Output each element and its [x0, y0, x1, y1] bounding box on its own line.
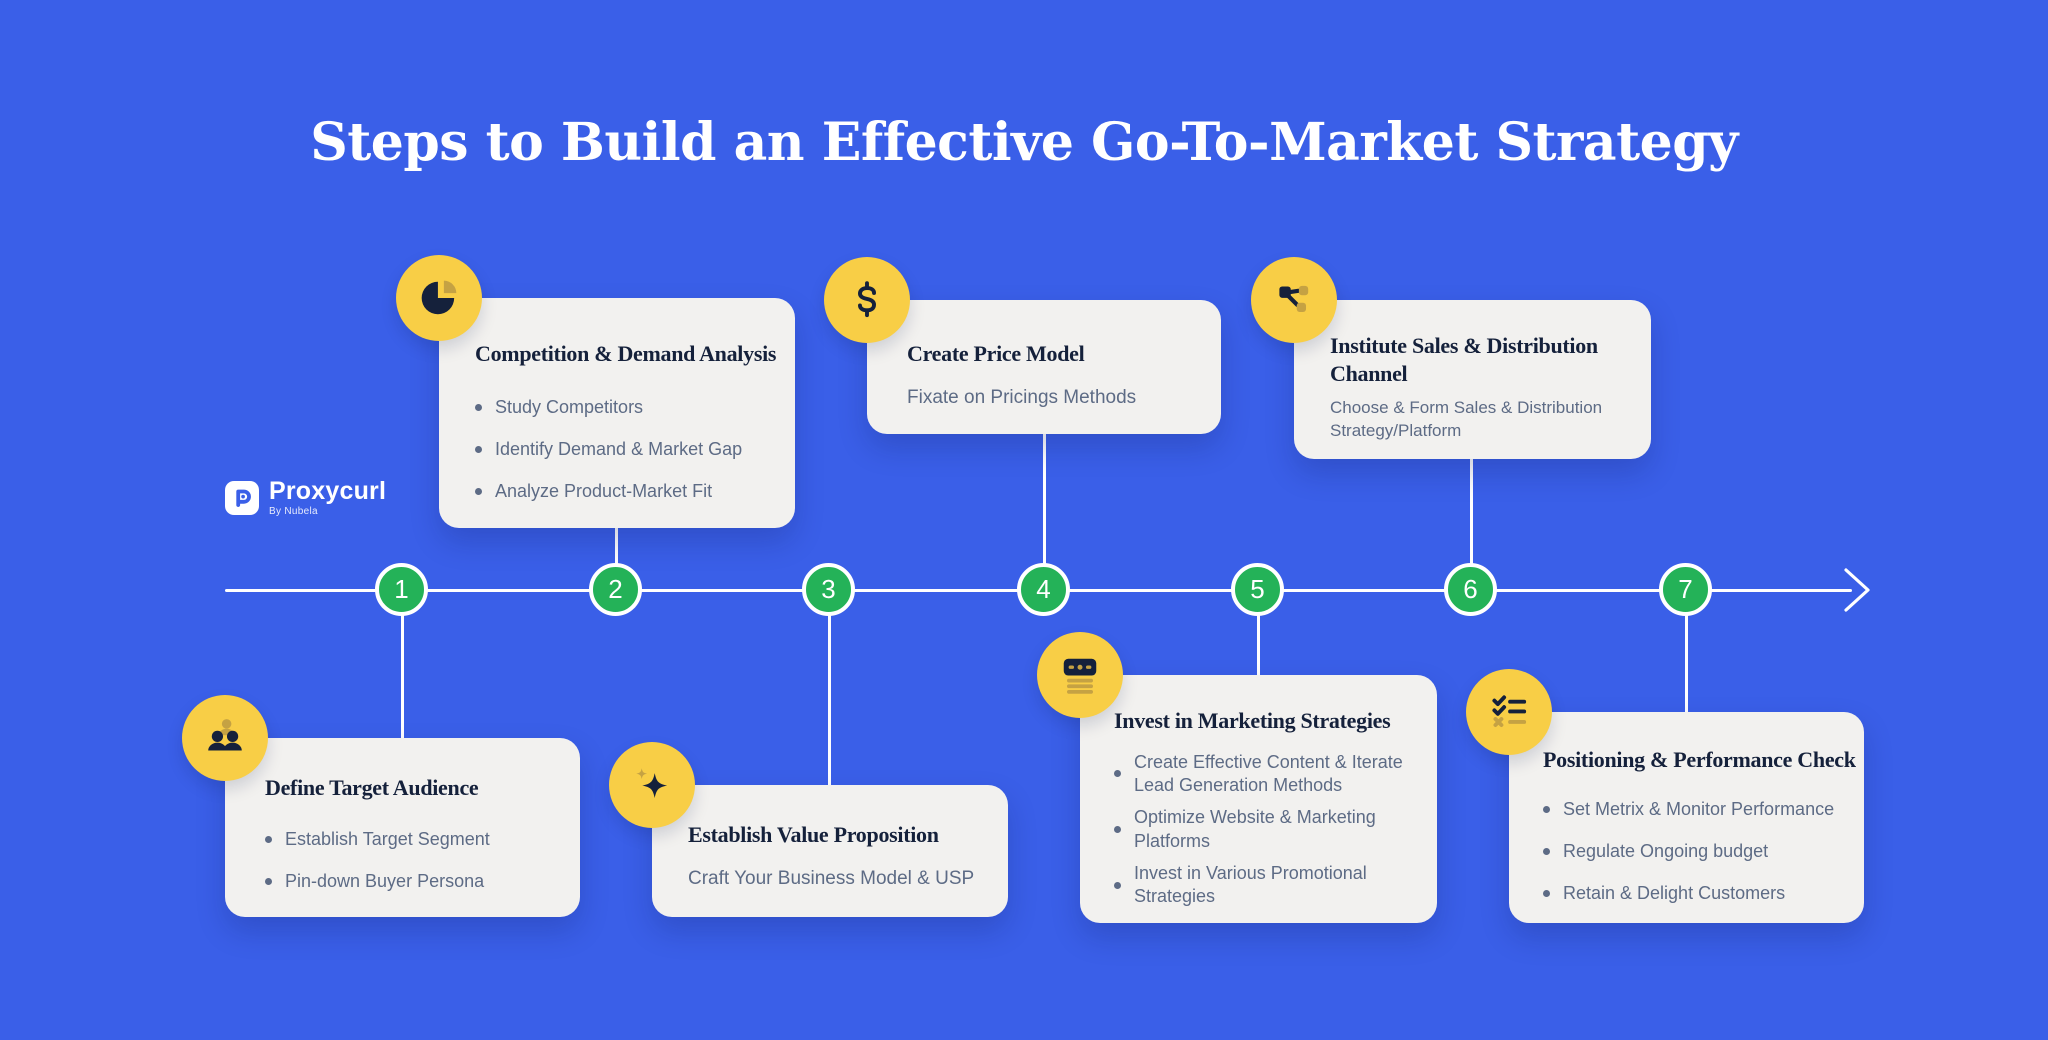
bullet-item: Regulate Ongoing budget: [1543, 840, 1846, 863]
page-title: Steps to Build an Effective Go-To-Market…: [310, 112, 1738, 173]
step-marker-5: 5: [1231, 563, 1284, 616]
pie-chart-icon: [396, 255, 482, 341]
connector-step-1: [400, 610, 404, 738]
card-title: Create Price Model: [907, 341, 1085, 366]
card-competition-demand-analysis: Competition & Demand Analysis Study Comp…: [439, 298, 795, 528]
card-subtitle: Fixate on Pricings Methods: [907, 386, 1137, 408]
connector-step-3: [827, 610, 831, 785]
step-marker-2: 2: [589, 563, 642, 616]
bullet-dot-icon: [1543, 847, 1550, 855]
card-title: Institute Sales & Distribution Channel: [1330, 333, 1598, 386]
proxycurl-logo-icon: [225, 481, 259, 515]
connector-step-6: [1469, 459, 1473, 570]
card-title: Invest in Marketing Strategies: [1114, 708, 1391, 733]
bullet-text: Set Metrix & Monitor Performance: [1563, 798, 1835, 819]
bullet-item: Set Metrix & Monitor Performance: [1543, 798, 1846, 821]
step-number: 2: [608, 574, 623, 604]
bullet-dot-icon: [1114, 826, 1121, 834]
bullet-text: Identify Demand & Market Gap: [495, 438, 743, 459]
bullet-dot-icon: [265, 835, 272, 843]
connector-step-2: [614, 528, 618, 570]
card-positioning-performance-check: Positioning & Performance Check Set Metr…: [1509, 712, 1864, 923]
bullet-item: Optimize Website & Marketing Platforms: [1114, 806, 1417, 853]
card-subtitle: Choose & Form Sales & Distribution Strat…: [1330, 398, 1603, 440]
bullet-dot-icon: [1114, 881, 1121, 889]
card-define-target-audience: Define Target Audience Establish Target …: [225, 738, 580, 917]
card-invest-marketing-strategies: Invest in Marketing Strategies Create Ef…: [1080, 675, 1437, 923]
sparkle-icon: [609, 742, 695, 828]
logo-name: Proxycurl: [269, 477, 387, 505]
dollar-icon: [824, 257, 910, 343]
step-number: 3: [821, 574, 836, 604]
bullet-text: Regulate Ongoing budget: [1563, 840, 1769, 861]
card-title: Competition & Demand Analysis: [475, 341, 777, 366]
card-title: Positioning & Performance Check: [1543, 747, 1856, 772]
step-marker-4: 4: [1017, 563, 1070, 616]
card-create-price-model: Create Price Model Fixate on Pricings Me…: [867, 300, 1221, 434]
cash-stack-icon: [1037, 632, 1123, 718]
bullet-text: Invest in Various Promotional Strategies: [1134, 863, 1367, 907]
logo-tagline: By Nubela: [269, 506, 318, 517]
checklist-icon: [1466, 669, 1552, 755]
card-title: Establish Value Proposition: [688, 822, 939, 847]
people-icon: [182, 695, 268, 781]
connector-step-7: [1684, 610, 1688, 712]
bullet-dot-icon: [1543, 890, 1550, 898]
step-marker-1: 1: [375, 563, 428, 616]
bullet-text: Optimize Website & Marketing Platforms: [1134, 807, 1376, 851]
bullet-text: Create Effective Content & Iterate Lead …: [1134, 751, 1403, 795]
step-number: 6: [1463, 574, 1478, 604]
proxycurl-logo: Proxycurl By Nubela: [225, 479, 386, 517]
timeline-arrow-icon: [1838, 566, 1872, 619]
step-marker-6: 6: [1444, 563, 1497, 616]
card-establish-value-proposition: Establish Value Proposition Craft Your B…: [652, 785, 1008, 917]
bullet-item: Analyze Product-Market Fit: [475, 480, 769, 503]
bullet-item: Identify Demand & Market Gap: [475, 438, 769, 461]
bullet-item: Invest in Various Promotional Strategies: [1114, 862, 1417, 909]
connector-step-5: [1256, 610, 1260, 675]
bullet-item: Create Effective Content & Iterate Lead …: [1114, 751, 1417, 798]
bullet-dot-icon: [475, 403, 482, 411]
bullet-dot-icon: [1114, 770, 1121, 778]
step-number: 5: [1250, 574, 1265, 604]
card-title: Define Target Audience: [265, 775, 479, 800]
step-marker-7: 7: [1659, 563, 1712, 616]
bullet-text: Analyze Product-Market Fit: [495, 481, 713, 502]
bullet-text: Establish Target Segment: [285, 828, 490, 849]
bullet-dot-icon: [475, 445, 482, 453]
bullet-text: Retain & Delight Customers: [1563, 883, 1786, 904]
bullet-dot-icon: [1543, 805, 1550, 813]
card-institute-sales-distribution: Institute Sales & Distribution Channel C…: [1294, 300, 1651, 459]
connector-step-4: [1042, 434, 1046, 570]
bullet-dot-icon: [265, 877, 272, 885]
bullet-dot-icon: [475, 488, 482, 496]
bullet-text: Pin-down Buyer Persona: [285, 870, 485, 891]
share-network-icon: [1251, 257, 1337, 343]
step-marker-3: 3: [802, 563, 855, 616]
card-subtitle: Craft Your Business Model & USP: [688, 867, 975, 889]
step-number: 4: [1036, 574, 1051, 604]
step-number: 1: [394, 574, 409, 604]
bullet-item: Retain & Delight Customers: [1543, 882, 1846, 905]
bullet-text: Study Competitors: [495, 396, 644, 417]
bullet-item: Establish Target Segment: [265, 828, 554, 851]
step-number: 7: [1678, 574, 1693, 604]
bullet-item: Study Competitors: [475, 396, 769, 419]
bullet-item: Pin-down Buyer Persona: [265, 870, 554, 893]
